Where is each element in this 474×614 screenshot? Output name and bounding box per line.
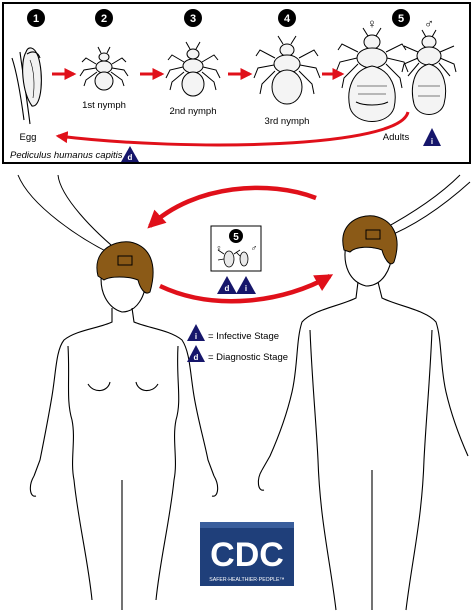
male-hair-lice-zone: [342, 215, 398, 265]
legend-infective-marker: i: [187, 324, 205, 341]
female-head-focus-box: [117, 255, 133, 266]
adults-infective-letter: i: [431, 137, 433, 146]
adult-female-louse-illustration: [335, 27, 409, 122]
transmission-stage-5-badge: 5: [229, 229, 243, 243]
cdc-logo-tagline: SAFER·HEALTHIER·PEOPLE™: [209, 577, 284, 583]
female-human-figure: [29, 269, 219, 610]
legend-diagnostic-marker: d: [187, 345, 205, 362]
first-nymph-label: 1st nymph: [82, 100, 126, 111]
legend-diagnostic-letter: d: [194, 353, 199, 362]
stage-number-2: 2: [101, 13, 107, 25]
female-hair-lice-zone: [96, 241, 154, 294]
species-label: Pediculus humanus capitis: [10, 150, 123, 161]
stage-number-2-badge: 2: [95, 9, 113, 27]
stage-number-3-badge: 3: [184, 9, 202, 27]
stage-number-1: 1: [33, 13, 39, 25]
legend-infective-letter: i: [195, 332, 197, 341]
transmission-infective-letter: i: [245, 284, 247, 293]
stage-number-4: 4: [284, 13, 291, 25]
third-nymph-label: 3rd nymph: [265, 116, 310, 127]
transmission-diagnostic-marker: d: [217, 276, 237, 294]
species-diagnostic-letter: d: [128, 153, 133, 162]
adult-male-louse-illustration: [401, 29, 457, 115]
cdc-logo: CDC SAFER·HEALTHIER·PEOPLE™: [200, 522, 294, 586]
transmission-stage-number: 5: [233, 232, 239, 243]
transmission-arrow-to-left: [147, 185, 317, 229]
species-diagnostic-marker: d: [121, 146, 139, 162]
legend-diagnostic-stage: = Diagnostic Stage: [208, 352, 288, 363]
stage-number-5: 5: [398, 13, 404, 25]
legend-infective-stage: = Infective Stage: [208, 331, 279, 342]
third-nymph-illustration: [253, 35, 321, 105]
male-human-figure: [257, 243, 469, 611]
female-symbol: ♀: [367, 16, 377, 31]
stage-number-1-badge: 1: [27, 9, 45, 27]
transmission-arrow-to-right: [159, 274, 334, 304]
transmission-female-symbol: ♀: [216, 243, 223, 253]
adults-infective-marker: i: [423, 128, 441, 146]
stage-number-5-badge: 5: [392, 9, 410, 27]
arrow-adults-to-egg: [55, 111, 410, 147]
second-nymph-illustration: [165, 41, 221, 97]
cdc-logo-text: CDC: [210, 536, 284, 574]
stage-number-4-badge: 4: [278, 9, 296, 27]
male-symbol: ♂: [424, 16, 434, 31]
transmission-male-symbol: ♂: [251, 243, 258, 253]
transmission-adult-lice-icons: [217, 249, 249, 268]
egg-label: Egg: [20, 132, 37, 143]
male-head-focus-box: [365, 229, 381, 240]
adults-label: Adults: [383, 132, 410, 143]
transmission-infective-marker: i: [236, 276, 256, 294]
egg-illustration: [11, 47, 42, 125]
second-nymph-label: 2nd nymph: [169, 106, 216, 117]
first-nymph-illustration: [79, 46, 129, 91]
legend: i = Infective Stage d = Diagnostic Stage: [187, 324, 288, 363]
transmission-diagnostic-letter: d: [225, 284, 230, 293]
stage-number-3: 3: [190, 13, 196, 25]
